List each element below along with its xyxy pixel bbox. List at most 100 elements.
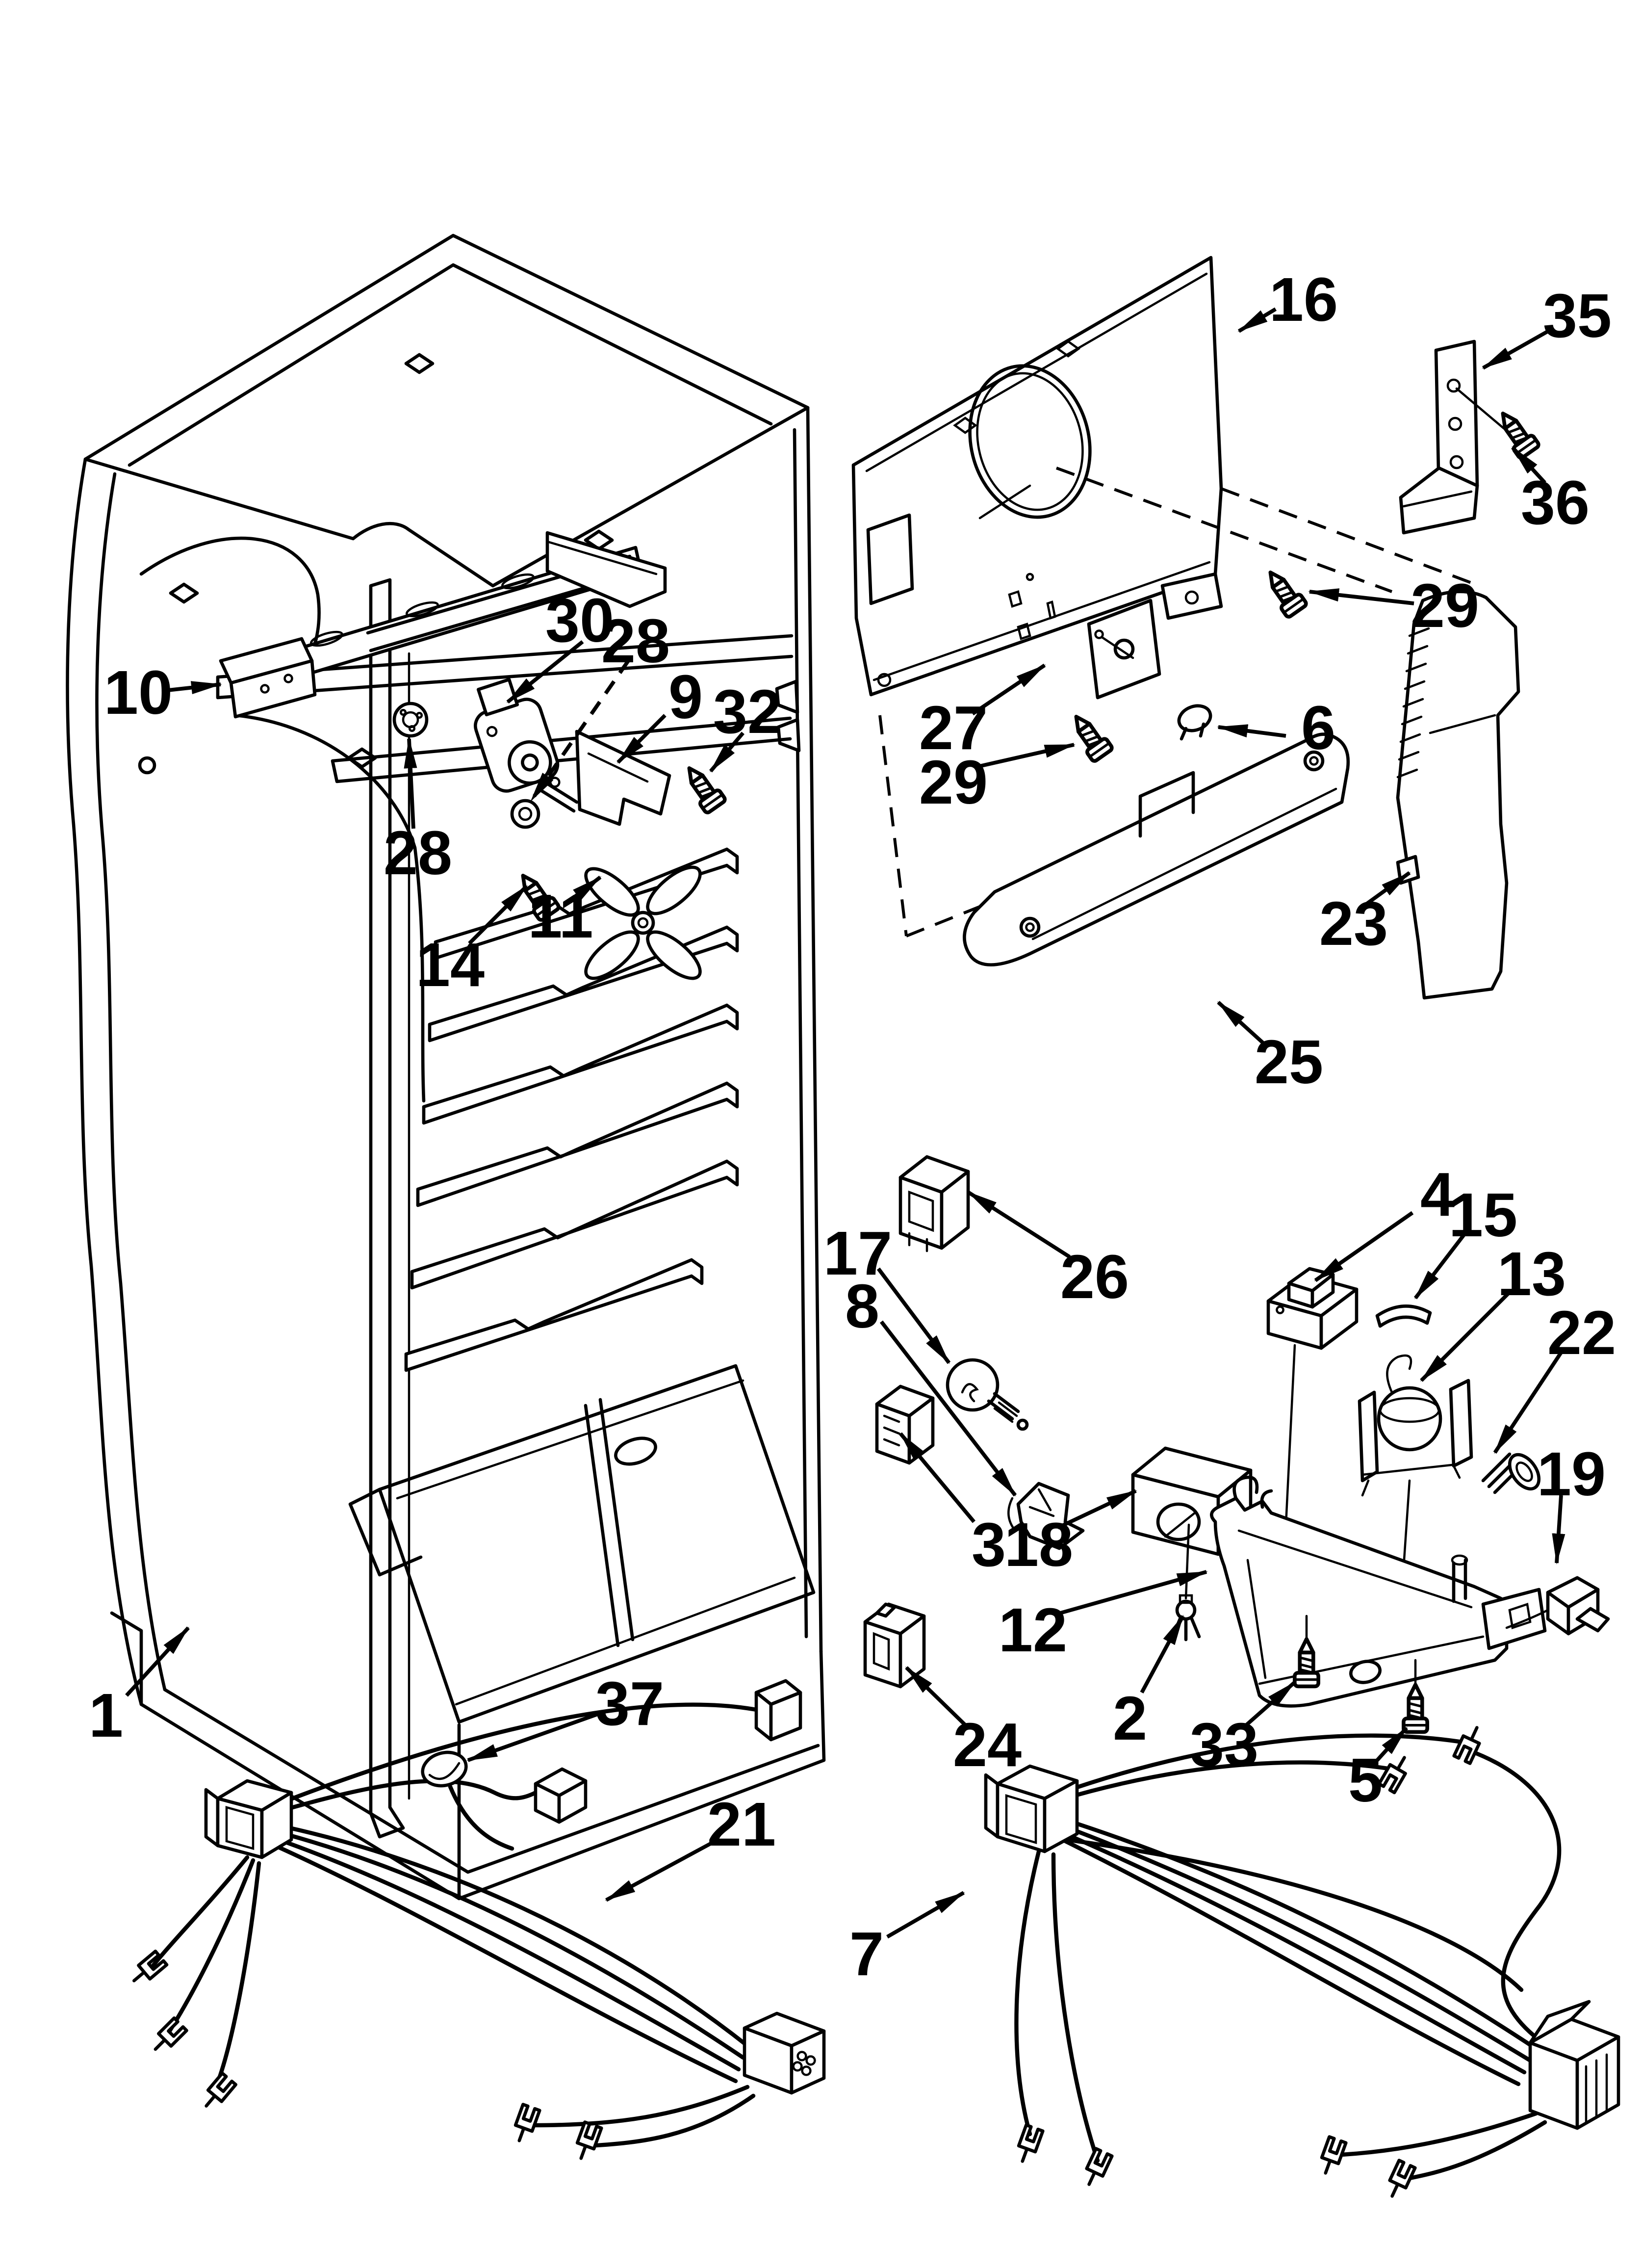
screw-5 <box>1404 1685 1427 1732</box>
callout-label-25: 25 <box>1255 1027 1323 1096</box>
callout-arrow-23 <box>1365 871 1411 906</box>
callout-arrow-11 <box>573 875 602 901</box>
callout-arrow-30 <box>506 640 584 704</box>
callout-label-30: 30 <box>545 586 614 655</box>
shaft-washer <box>510 799 540 829</box>
screw-32 <box>680 761 726 814</box>
callout-label-22: 22 <box>1547 1298 1616 1367</box>
callout-arrow-2 <box>1140 1615 1185 1694</box>
callout-label-27: 27 <box>919 693 988 762</box>
callout-label-23: 23 <box>1319 889 1388 958</box>
callout-label-19: 19 <box>1537 1439 1606 1509</box>
spade-terminal <box>1081 2149 1112 2188</box>
callout-label-1: 1 <box>89 1681 123 1750</box>
spade-terminal <box>511 2105 539 2144</box>
motor-bracket <box>575 730 671 826</box>
defrost-sensor-2 <box>1171 1594 1201 1642</box>
callout-arrow-1 <box>125 1626 190 1697</box>
harness-connector <box>984 1764 1079 1853</box>
callout-label-13: 13 <box>1497 1239 1566 1308</box>
callout-arrow-13 <box>1420 1292 1510 1382</box>
callout-arrow-4 <box>1314 1211 1414 1282</box>
callout-label-36: 36 <box>1521 468 1590 537</box>
callout-label-26: 26 <box>1060 1242 1129 1311</box>
callout-arrow-19 <box>1552 1495 1565 1564</box>
callout-label-37: 37 <box>595 1669 664 1738</box>
multi-pin-connector <box>1528 2000 1620 2130</box>
thermostat-4 <box>1266 1267 1359 1350</box>
light-socket-disc-37 <box>421 1750 468 1788</box>
hole-plug <box>1177 704 1212 741</box>
callout-label-29: 29 <box>919 748 988 817</box>
mounting-bracket-35 <box>1399 339 1540 535</box>
callout-label-3: 3 <box>972 1510 1006 1579</box>
liner-cabinet <box>66 234 826 1901</box>
callout-label-16: 16 <box>1269 265 1338 334</box>
evaporator-panel <box>851 256 1223 697</box>
inline-connector <box>754 1679 802 1742</box>
callout-label-2: 2 <box>1113 1684 1147 1753</box>
connector-19 <box>1505 1576 1610 1636</box>
spade-terminal <box>200 2073 236 2112</box>
callout-label-6: 6 <box>1301 693 1335 762</box>
callout-arrow-21 <box>605 1839 716 1902</box>
callout-label-14: 14 <box>416 930 485 999</box>
callout-label-4: 4 <box>1420 1160 1455 1229</box>
callout-arrow-37 <box>466 1710 606 1762</box>
callout-arrow-25 <box>1217 1001 1267 1046</box>
multi-pin-connector <box>743 2011 826 2095</box>
callout-label-32: 32 <box>713 677 782 746</box>
bulb-socket-8 <box>1007 1482 1085 1550</box>
clip-15 <box>1375 1304 1432 1328</box>
callout-label-18: 18 <box>1004 1510 1073 1579</box>
callout-arrow-12 <box>1054 1570 1208 1616</box>
callout-label-28: 28 <box>384 818 452 887</box>
side-air-duct-23 <box>1396 590 1520 1000</box>
clip-3 <box>875 1384 935 1465</box>
callout-arrow-8 <box>879 1320 1017 1497</box>
callout-arrow-3 <box>899 1432 975 1523</box>
callout-label-17: 17 <box>823 1219 892 1288</box>
callout-label-8: 8 <box>845 1272 879 1341</box>
bracket-10 <box>219 637 317 719</box>
damper-gasket <box>1087 599 1161 700</box>
callout-label-10: 10 <box>104 658 173 727</box>
callout-arrow-32 <box>709 731 744 773</box>
air-duct-cover-25 <box>963 732 1350 966</box>
callout-arrow-29 <box>1308 588 1414 605</box>
spade-terminal <box>573 2122 601 2162</box>
callout-arrow-10 <box>167 681 222 695</box>
top-rail-assembly <box>219 531 667 719</box>
screw-29-lower <box>1067 710 1113 762</box>
spade-terminal <box>149 2018 186 2055</box>
control-knob-22 <box>1481 1452 1541 1494</box>
callout-arrow-29 <box>976 743 1076 769</box>
callout-arrow-28 <box>404 737 417 829</box>
callout-label-15: 15 <box>1449 1180 1517 1250</box>
callout-label-24: 24 <box>953 1710 1022 1779</box>
callout-label-12: 12 <box>999 1595 1067 1665</box>
callout-arrow-28 <box>529 659 630 802</box>
callout-arrow-22 <box>1493 1351 1563 1454</box>
callout-arrow-5 <box>1376 1726 1408 1762</box>
callout-arrow-15 <box>1413 1233 1466 1300</box>
callout-arrow-7 <box>886 1891 965 1939</box>
callout-arrow-9 <box>616 714 667 764</box>
spade-terminal <box>1454 1724 1485 1763</box>
callout-arrow-24 <box>905 1666 967 1726</box>
callout-arrow-14 <box>468 885 528 945</box>
callout-arrow-17 <box>876 1267 951 1364</box>
light-bulb-17 <box>946 1358 1029 1431</box>
callout-label-21: 21 <box>707 1790 776 1859</box>
defrost-thermostat-26 <box>898 1155 970 1252</box>
callout-arrow-33 <box>1243 1681 1296 1728</box>
callout-label-29: 29 <box>1411 571 1479 640</box>
callout-label-9: 9 <box>668 662 703 731</box>
harness-connector <box>204 1779 293 1859</box>
callout-arrow-16 <box>1237 307 1277 333</box>
temperature-control-13 <box>1358 1354 1473 1497</box>
motor-grommet <box>392 702 429 738</box>
